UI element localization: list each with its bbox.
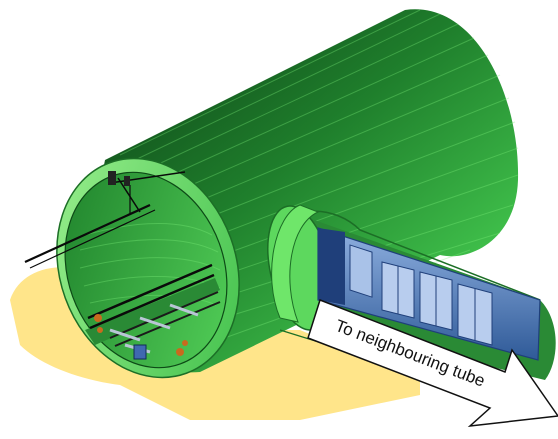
trackside-signal [134,345,146,359]
